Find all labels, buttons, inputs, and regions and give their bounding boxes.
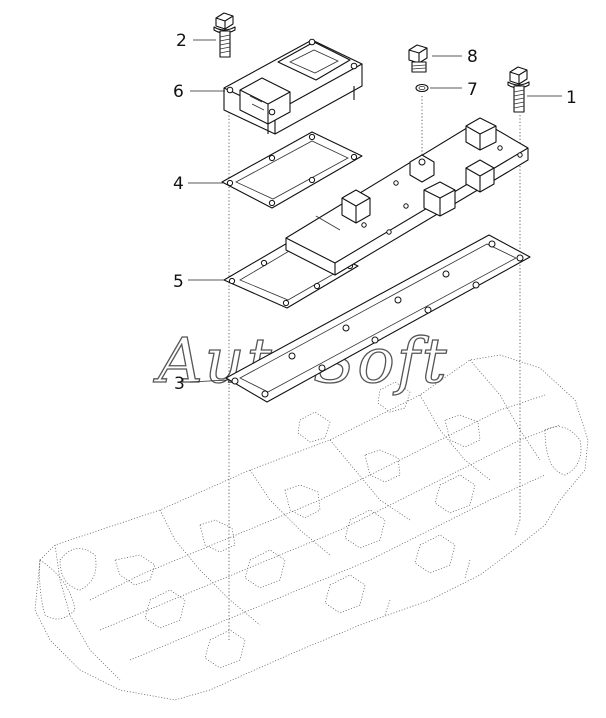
part-7-o-ring [415,83,429,93]
callout-8: 8 [467,47,478,67]
engine-cylinder-head-phantom [34,354,589,701]
callout-1: 1 [566,88,577,108]
intake-manifold [285,117,529,276]
callout-5: 5 [173,272,184,292]
callout-3: 3 [174,374,185,394]
part-1-bolt [507,66,530,113]
gasket-3-holes [231,240,524,398]
callout-7: 7 [467,80,478,100]
callout-2: 2 [176,31,187,51]
gasket-4-holes [226,133,358,207]
callout-labels: 2 6 4 5 3 8 7 1 [173,31,577,394]
callout-4: 4 [173,174,184,194]
part-4-gasket [221,131,363,209]
part-2-bolt [213,12,236,58]
part-6-flange-cover [223,38,363,135]
alignment-lines [228,95,521,640]
leader-lines [188,39,562,383]
part-3-manifold-gasket [225,234,531,403]
part-8-plug [408,44,428,73]
callout-6: 6 [173,82,184,102]
